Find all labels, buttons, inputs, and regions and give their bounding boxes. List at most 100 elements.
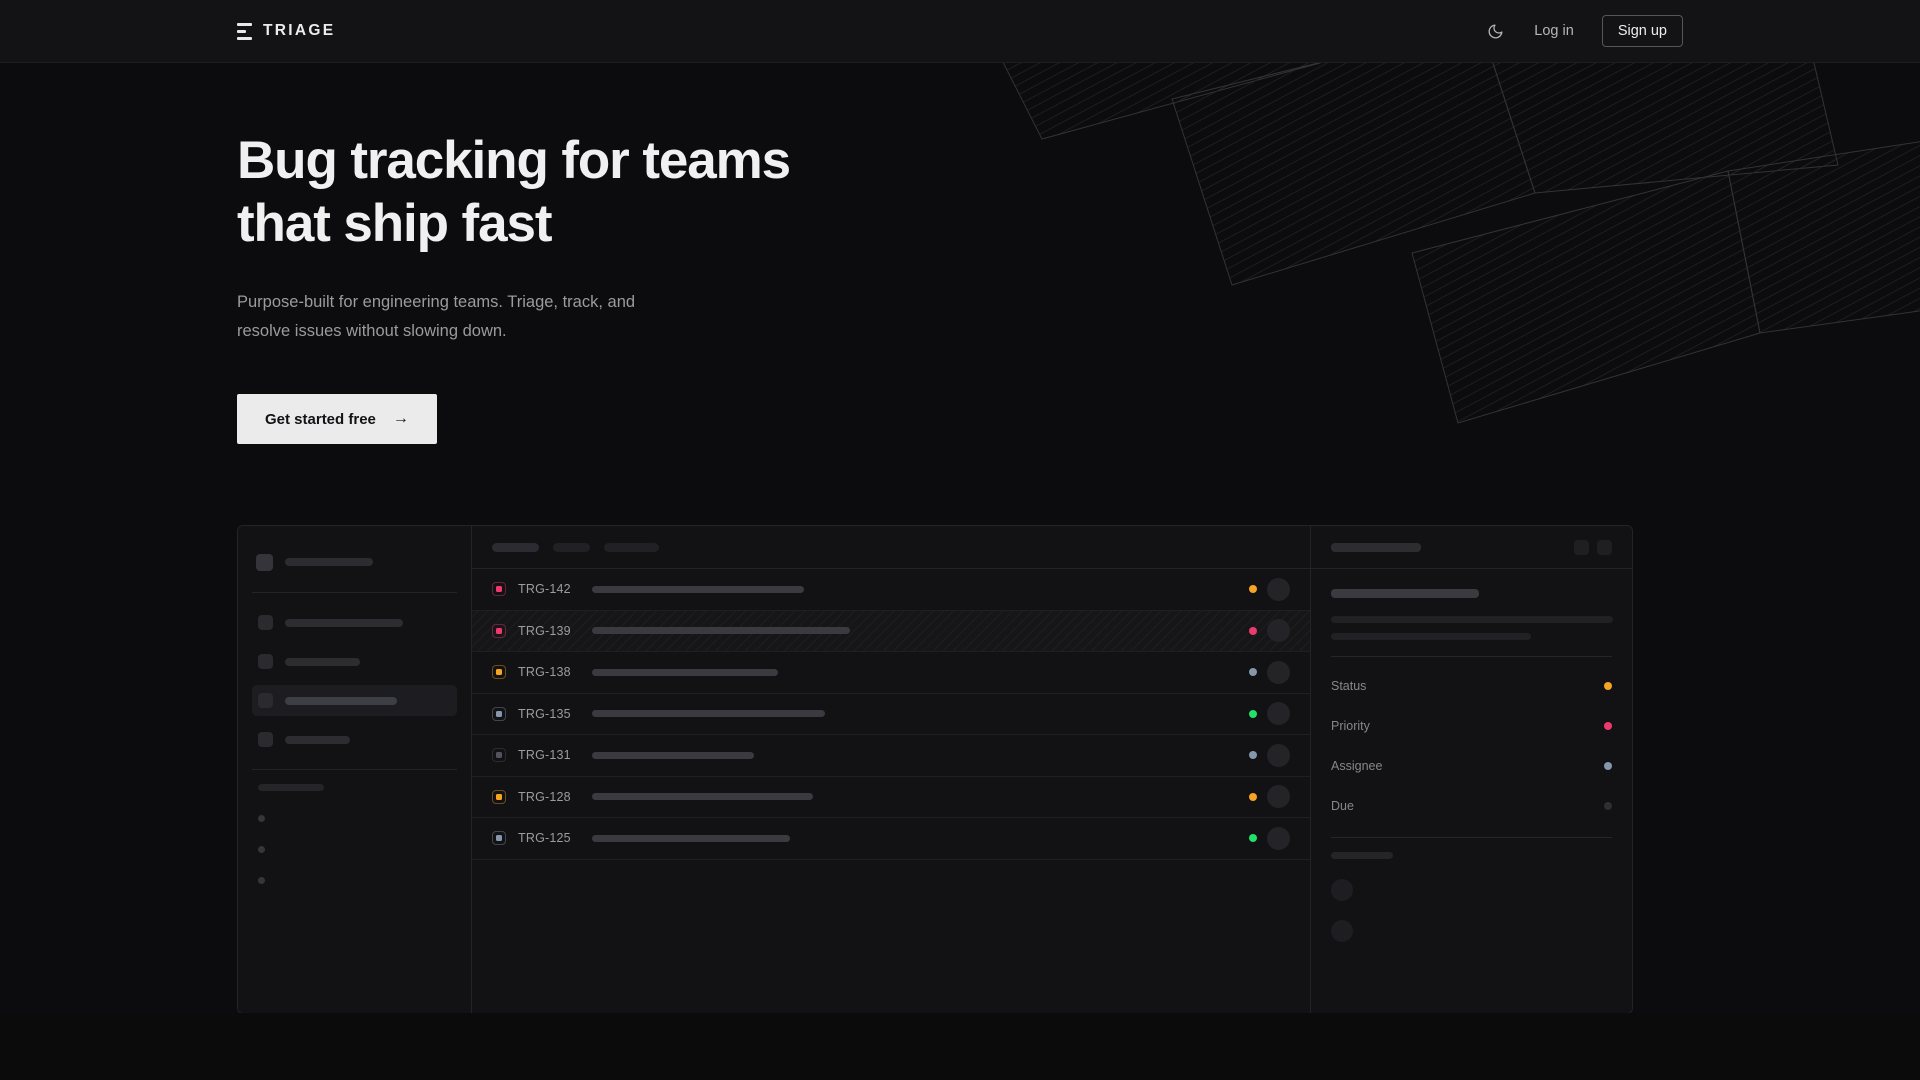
sidebar-item-icon (258, 732, 273, 747)
issue-title-skeleton (592, 793, 813, 801)
sidebar-item-3[interactable] (252, 685, 457, 716)
signup-button[interactable]: Sign up (1601, 15, 1683, 47)
detail-panel-header (1311, 526, 1632, 569)
table-row[interactable]: TRG-135 (472, 694, 1310, 735)
detail-title-skeleton (1331, 542, 1421, 552)
sidebar-divider-top (252, 592, 457, 593)
sidebar-item-2[interactable] (252, 646, 457, 677)
field-value-dot-icon (1604, 682, 1612, 690)
avatar (1267, 619, 1290, 643)
nav-actions: Log in Sign up (1484, 15, 1683, 47)
detail-body-skeletons (1331, 616, 1613, 640)
sidebar-item-4[interactable] (252, 724, 457, 755)
detail-field-status[interactable]: Status (1331, 671, 1612, 701)
triage-bars-icon (237, 22, 252, 40)
top-navigation-bar: TRIAGE Log in Sign up (0, 0, 1920, 63)
status-dot-icon (1249, 585, 1257, 594)
table-row[interactable]: TRG-128 (472, 777, 1310, 818)
issue-title-skeleton (592, 751, 754, 759)
issue-title-skeleton (592, 585, 804, 593)
detail-header-actions (1574, 539, 1612, 555)
row-meta (1249, 826, 1290, 850)
issue-key: TRG-139 (518, 623, 571, 638)
detail-field-priority[interactable]: Priority (1331, 711, 1612, 741)
activity-avatar (1331, 920, 1353, 942)
table-row[interactable]: TRG-125 (472, 818, 1310, 860)
sidebar-project-2[interactable] (252, 840, 457, 859)
detail-footer-skeleton (1331, 852, 1393, 859)
priority-icon (492, 789, 506, 804)
field-value-dot-icon (1604, 722, 1612, 730)
issue-key: TRG-138 (518, 665, 571, 680)
row-meta (1249, 702, 1290, 726)
brand-logo[interactable]: TRIAGE (237, 22, 335, 40)
get-started-button[interactable]: Get started free → (237, 394, 437, 444)
priority-icon (492, 623, 506, 638)
avatar (1267, 702, 1290, 726)
detail-activity-avatars (1331, 879, 1612, 942)
issue-key: TRG-128 (518, 789, 571, 804)
sidebar-section-label-skeleton (258, 784, 324, 791)
detail-divider (1331, 656, 1612, 657)
hero-subtitle: Purpose-built for engineering teams. Tri… (237, 293, 636, 340)
avatar (1267, 660, 1290, 684)
table-row[interactable]: TRG-138 (472, 652, 1310, 694)
list-filter-tab-2[interactable] (553, 542, 590, 552)
detail-action-1-icon[interactable] (1574, 539, 1589, 555)
issue-title-skeleton (592, 668, 778, 676)
detail-body-line-1 (1331, 616, 1613, 623)
sidebar-item-1[interactable] (252, 607, 457, 638)
login-link[interactable]: Log in (1534, 23, 1574, 39)
mockup-sidebar (238, 526, 472, 1013)
avatar (1267, 826, 1290, 850)
page-title: Bug tracking for teams that ship fast (237, 131, 791, 253)
issue-title-skeleton (592, 834, 790, 842)
priority-icon (492, 748, 506, 763)
field-label: Assignee (1331, 759, 1383, 773)
detail-divider-bottom (1331, 837, 1612, 838)
status-dot-icon (1249, 709, 1257, 718)
sidebar-item-label-skeleton (285, 735, 350, 744)
project-dot-icon (258, 877, 265, 884)
detail-action-2-icon[interactable] (1597, 539, 1612, 555)
issue-key: TRG-125 (518, 831, 571, 846)
priority-icon (492, 665, 506, 680)
avatar (1267, 743, 1290, 767)
row-meta (1249, 577, 1290, 601)
table-row[interactable]: TRG-131 (472, 735, 1310, 777)
status-dot-icon (1249, 751, 1257, 760)
detail-field-due[interactable]: Due (1331, 791, 1612, 821)
sidebar-project-1[interactable] (252, 809, 457, 828)
sidebar-project-list (252, 809, 457, 890)
moon-icon[interactable] (1484, 20, 1506, 42)
field-label: Status (1331, 679, 1367, 693)
sidebar-item-icon (258, 615, 273, 630)
sidebar-item-label-skeleton (285, 696, 397, 705)
field-label: Priority (1331, 719, 1370, 733)
sidebar-item-label-skeleton (285, 657, 360, 666)
cta-label: Get started free (265, 410, 376, 428)
table-row[interactable]: TRG-142 (472, 569, 1310, 611)
project-dot-icon (258, 815, 265, 822)
sidebar-project-3[interactable] (252, 871, 457, 890)
table-row[interactable]: TRG-139 (472, 610, 1310, 652)
workspace-avatar-icon (256, 553, 273, 571)
status-dot-icon (1249, 792, 1257, 801)
priority-icon (492, 582, 506, 597)
sidebar-item-label-skeleton (285, 618, 403, 627)
status-dot-icon (1249, 626, 1257, 635)
decorative-panels-artwork (1002, 63, 1920, 424)
list-filter-tab-3[interactable] (604, 542, 659, 552)
issue-list-toolbar (472, 526, 1310, 569)
workspace-name-skeleton (285, 558, 373, 566)
detail-field-assignee[interactable]: Assignee (1331, 751, 1612, 781)
row-meta (1249, 743, 1290, 767)
row-meta (1249, 785, 1290, 809)
detail-heading-skeleton (1331, 589, 1479, 598)
list-filter-tab-1[interactable] (492, 542, 539, 552)
workspace-switcher[interactable] (252, 542, 457, 578)
